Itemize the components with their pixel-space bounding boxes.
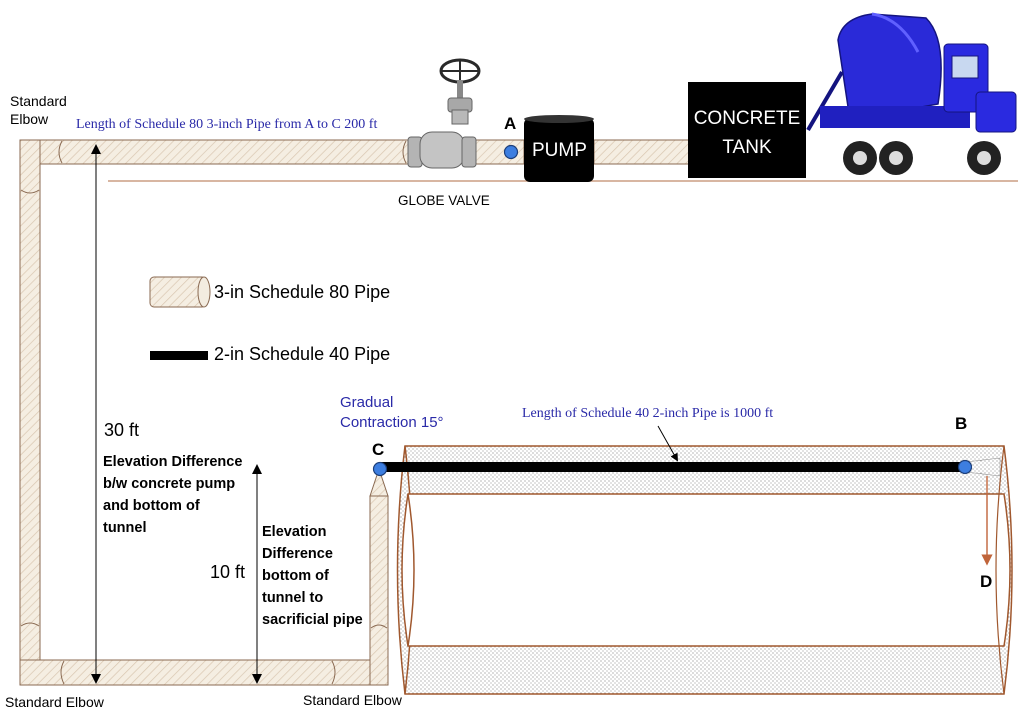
point-b-label: B <box>955 414 968 433</box>
globe-valve-icon <box>407 58 481 169</box>
concrete-tank-box <box>688 82 806 178</box>
point-b-marker <box>957 459 973 475</box>
schedule40-pipe-c-to-b <box>380 462 966 472</box>
mixer-truck-icon <box>806 12 1017 175</box>
legend-schedule40-icon <box>150 351 208 360</box>
tunnel <box>396 445 1013 695</box>
elevation-10ft-description: Elevation Difference bottom of tunnel to… <box>262 524 363 628</box>
legend-schedule40-label: 2-in Schedule 40 Pipe <box>214 344 391 364</box>
pipe-note-arrow <box>657 425 678 462</box>
pump-icon <box>524 115 594 182</box>
concrete-tank-label: CONCRETE TANK <box>693 108 801 158</box>
pipe-a-to-c-note: Length of Schedule 80 3-inch Pipe from A… <box>76 117 378 132</box>
elbow-label-bottom-left: Standard Elbow <box>5 694 104 710</box>
point-a-label: A <box>504 114 517 133</box>
gradual-contraction-label: Gradual Contraction 15° <box>340 394 444 431</box>
elbow-label-top-left: Standard Elbow <box>10 93 67 127</box>
schedule80-pipe-run <box>19 139 691 686</box>
point-c-label: C <box>372 440 385 459</box>
globe-valve-label: GLOBE VALVE <box>398 193 490 208</box>
elbow-label-bottom-right: Standard Elbow <box>303 692 402 708</box>
pump-label: PUMP <box>532 140 587 161</box>
point-c-marker <box>372 461 388 477</box>
point-d-label: D <box>980 572 993 591</box>
pipe-c-to-b-note: Length of Schedule 40 2-inch Pipe is 100… <box>522 406 774 421</box>
point-a-marker <box>503 144 519 160</box>
ten-ft-label: 10 ft <box>210 562 246 582</box>
legend-schedule80-icon <box>149 276 211 308</box>
legend-schedule80-label: 3-in Schedule 80 Pipe <box>214 282 391 302</box>
elevation-30ft-description: Elevation Difference b/w concrete pump a… <box>103 454 243 536</box>
thirty-ft-label: 30 ft <box>104 420 140 440</box>
